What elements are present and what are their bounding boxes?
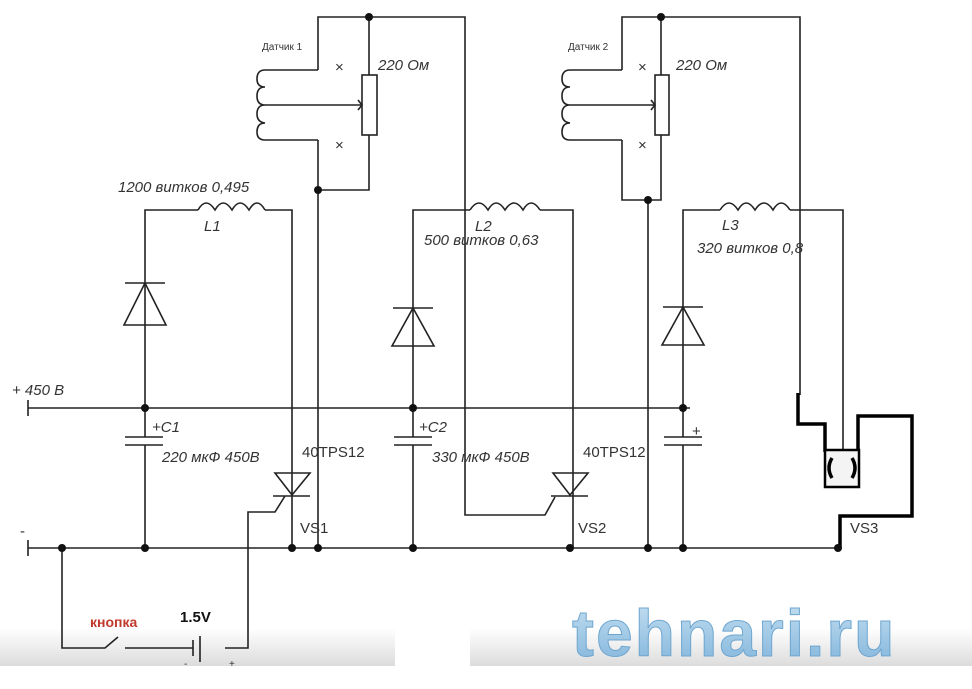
thyristor-vs1 bbox=[225, 472, 312, 649]
sensor-coil bbox=[256, 69, 266, 141]
diode-1 bbox=[122, 281, 168, 326]
coil-l1 bbox=[197, 202, 266, 212]
thyristor-name: VS1 bbox=[300, 520, 328, 537]
battery-plus: + bbox=[229, 659, 235, 670]
cap-name: +C2 bbox=[419, 419, 448, 436]
battery-minus: - bbox=[184, 659, 187, 670]
sensor-label: Датчик 2 bbox=[568, 42, 609, 53]
coil-name: L2 bbox=[475, 218, 492, 235]
thyristor-name: VS2 bbox=[578, 520, 606, 537]
x-mark: × bbox=[335, 59, 344, 76]
sensor-1: Датчик 1 220 Ом × × bbox=[256, 13, 556, 548]
negative-bus bbox=[27, 540, 838, 556]
capacitor-c1 bbox=[125, 408, 163, 548]
junctions bbox=[58, 404, 842, 552]
coil-name: L1 bbox=[204, 218, 221, 235]
stage-3: L3 320 витков 0,8 + VS3 bbox=[660, 202, 914, 548]
cap-name: +C1 bbox=[152, 419, 180, 436]
thyristor-part: 40TPS12 bbox=[302, 444, 365, 461]
x-mark: × bbox=[335, 137, 344, 154]
battery-label: 1.5V bbox=[180, 609, 211, 626]
x-mark: × bbox=[638, 137, 647, 154]
thyristor-name: VS3 bbox=[850, 520, 878, 537]
negative-label: - bbox=[20, 523, 25, 540]
cap-name: + bbox=[692, 423, 701, 440]
resistor-label: 220 Ом bbox=[675, 57, 727, 74]
sensor-label: Датчик 1 bbox=[262, 42, 303, 53]
thyristor-part: 40TPS12 bbox=[583, 444, 646, 461]
stage-2: L2 500 витков 0,63 +C2 330 мкФ 450В 40TP… bbox=[390, 202, 646, 548]
resistor-220 bbox=[361, 74, 378, 136]
coil-spec: 500 витков 0,63 bbox=[424, 232, 539, 249]
coil-spec: 1200 витков 0,495 bbox=[118, 179, 250, 196]
x-mark: × bbox=[638, 59, 647, 76]
resistor-label: 220 Ом bbox=[377, 57, 429, 74]
cap-spec: 330 мкФ 450В bbox=[432, 449, 530, 466]
watermark: tehnari.ru bbox=[572, 596, 896, 670]
stage-1: 1200 витков 0,495 L1 +C1 220 мкФ 450В 40… bbox=[118, 179, 365, 649]
button-label: кнопка bbox=[90, 614, 137, 630]
positive-label: + 450 В bbox=[12, 382, 64, 399]
trigger-circuit: кнопка 1.5V - + bbox=[61, 548, 235, 670]
coil-name: L3 bbox=[722, 217, 739, 234]
bottom-band bbox=[470, 628, 972, 666]
bottom-band bbox=[0, 628, 395, 666]
cap-spec: 220 мкФ 450В bbox=[161, 449, 260, 466]
coil-spec: 320 витков 0,8 bbox=[697, 240, 804, 257]
positive-bus bbox=[27, 400, 690, 416]
sensor-2: Датчик 2 220 Ом × × bbox=[561, 13, 801, 548]
